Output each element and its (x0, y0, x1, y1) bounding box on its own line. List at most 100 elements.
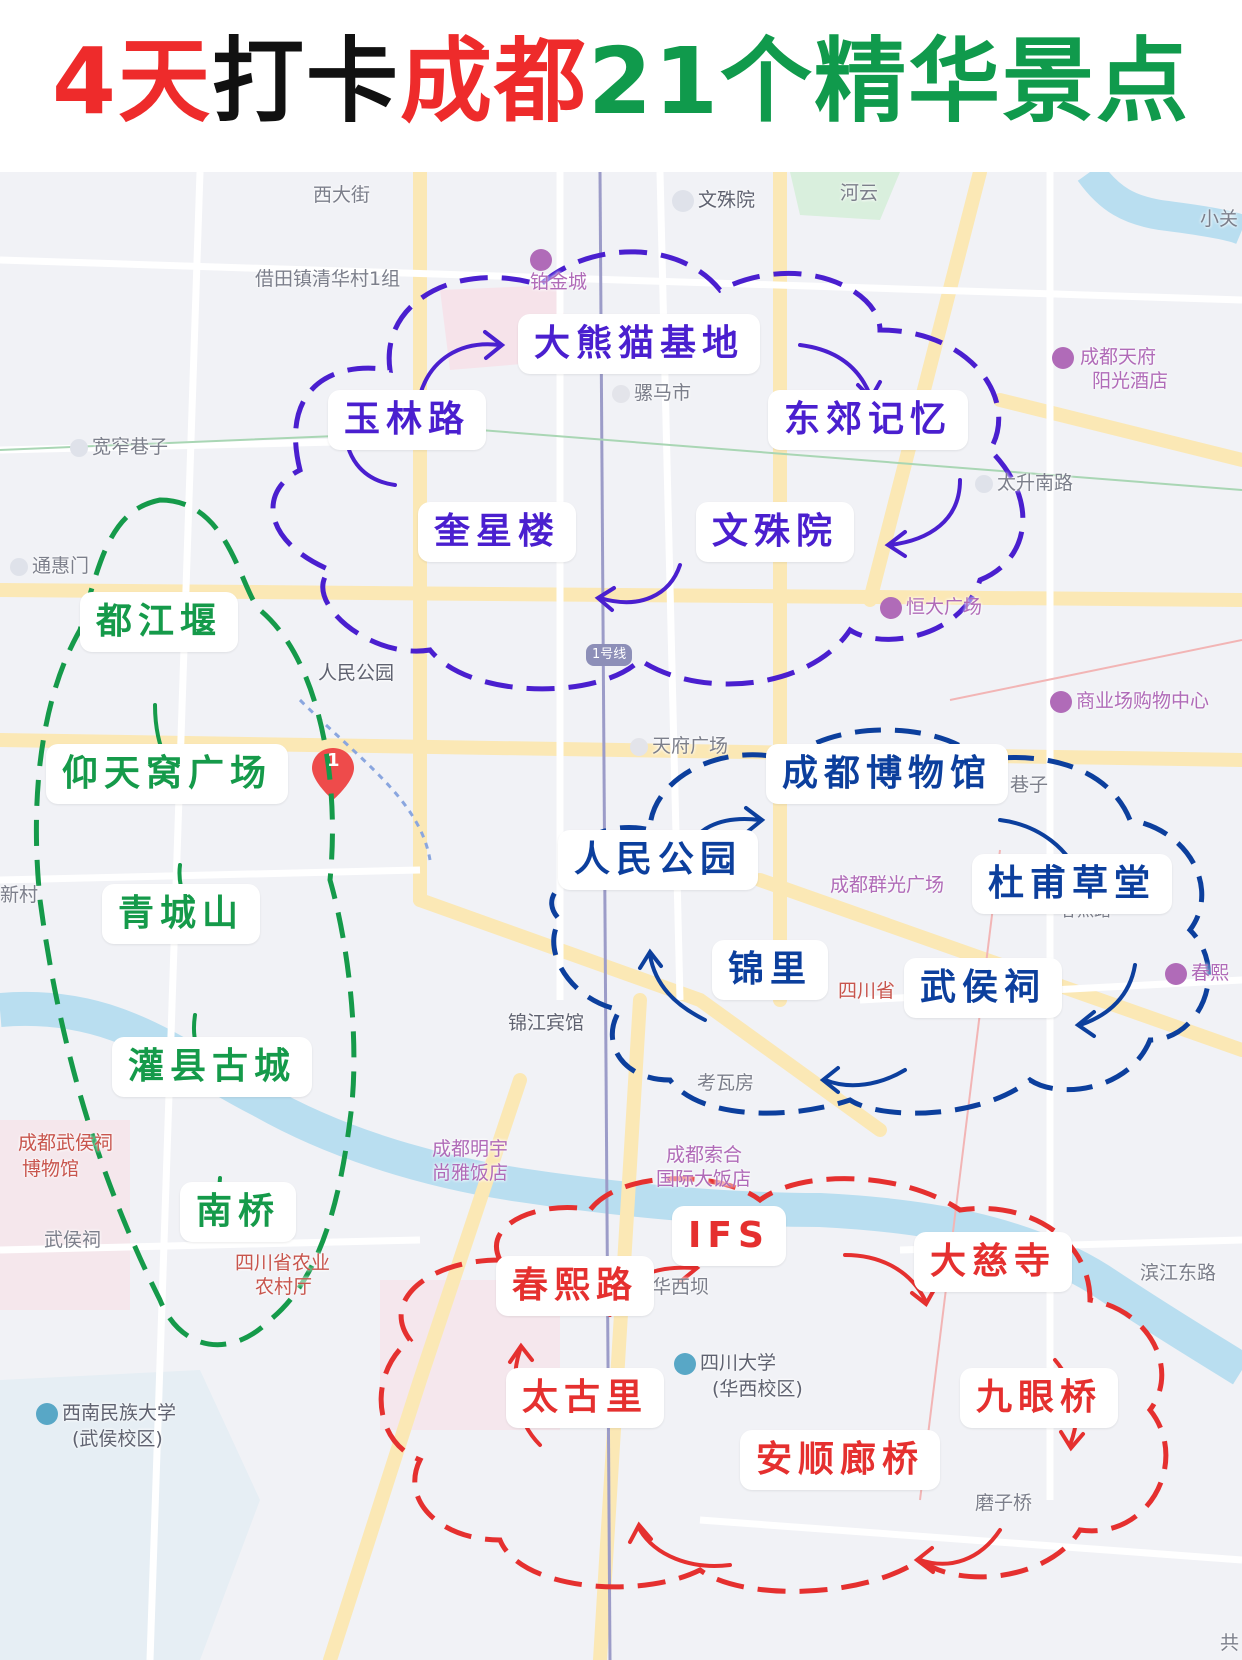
red-route-outline (378, 1176, 1169, 1594)
map-label: 成都群光广场 (830, 874, 945, 896)
school-icon (36, 1402, 58, 1425)
route-stop[interactable]: 灌县古城 (112, 1037, 313, 1097)
map-label: 文殊院 (672, 189, 755, 212)
map-label-text: 春熙 (1191, 962, 1230, 984)
metro-icon (630, 737, 648, 756)
hotel-icon (1052, 346, 1074, 369)
map-label: 太升南路 (975, 472, 1073, 494)
map-label: 成都武侯祠 (18, 1132, 114, 1154)
map-label: 武侯祠 (44, 1229, 102, 1251)
map-label: 天府广场 (630, 735, 728, 757)
purple-route-outline (270, 249, 1026, 692)
route-stop[interactable]: 仰天窝广场 (46, 744, 289, 804)
title-part-spots: 21个精华景点 (588, 28, 1191, 135)
map-label: 骡马市 (612, 382, 691, 404)
route-stop[interactable]: 太古里 (506, 1368, 665, 1428)
map-label: 人民公园 (318, 662, 395, 684)
route-stop[interactable]: 文殊院 (696, 502, 855, 562)
title-part-city: 成都 (399, 28, 588, 135)
map-label-text: 通惠门 (32, 555, 90, 577)
map-label-text: 四川大学 (700, 1352, 777, 1374)
map-label: 滨江东路 (1140, 1262, 1217, 1284)
metro-icon (975, 474, 993, 493)
map-label: 锦江宾馆 (508, 1012, 585, 1034)
map-label-text: 成都天府 (1080, 346, 1157, 368)
location-marker (312, 748, 354, 800)
map-label: 西大街 (313, 184, 371, 206)
route-stop[interactable]: 锦里 (712, 940, 829, 1000)
route-stop[interactable]: 春熙路 (496, 1256, 655, 1316)
map-label: 巷子 (1010, 774, 1049, 796)
metro-icon (10, 557, 28, 576)
map-label: 考瓦房 (697, 1072, 755, 1094)
shopping-icon (1165, 962, 1187, 985)
map-label: 小关 (1200, 208, 1239, 230)
school-icon (674, 1352, 696, 1375)
map-label-text: 恒大广场 (906, 596, 983, 618)
title-part-checkin: 打卡 (211, 28, 400, 135)
header: 4天打卡成都21个精华景点 (0, 0, 1242, 172)
map-label: 河云 (840, 182, 879, 204)
map-label-text: 文殊院 (698, 189, 756, 211)
metro-icon (672, 189, 694, 212)
map-label: 商业场购物中心 (1050, 690, 1209, 713)
map-label: (武侯校区) (72, 1428, 163, 1450)
route-stop[interactable]: 武侯祠 (904, 958, 1063, 1018)
green-route-outline (33, 497, 357, 1348)
map-label: 1号线 (586, 644, 633, 666)
shopping-icon (530, 248, 552, 271)
route-stop[interactable]: 杜甫草堂 (972, 854, 1173, 914)
map-label: 四川省 (838, 980, 896, 1002)
map-label: 成都索合 (666, 1144, 743, 1166)
map-label-text: 商业场购物中心 (1076, 690, 1210, 712)
shopping-icon (880, 596, 902, 619)
map-label: 成都明宇 (432, 1138, 509, 1160)
map-label-text: 宽窄巷子 (92, 436, 169, 458)
map-label: 通惠门 (10, 555, 89, 577)
map-label: 四川省农业 (235, 1252, 331, 1274)
map-label: 春熙 (1165, 962, 1229, 985)
metro-station-marker: 1 (327, 750, 340, 771)
map-label: 博物馆 (22, 1158, 80, 1180)
map-label: 阳光酒店 (1092, 370, 1169, 392)
map-label: (华西校区) (712, 1378, 803, 1400)
shopping-icon (1050, 690, 1072, 713)
map-label-text: 太升南路 (997, 472, 1074, 494)
map-label: 国际大饭店 (656, 1168, 752, 1190)
route-stop[interactable]: 奎星楼 (418, 502, 577, 562)
map-label: 新村 (0, 884, 39, 906)
map-label-text: 西南民族大学 (62, 1402, 177, 1424)
map-label: 华西坝 (652, 1276, 710, 1298)
map-label: 尚雅饭店 (432, 1162, 509, 1184)
map-area[interactable]: 西大街 文殊院 河云 小关 借田镇清华村1组 铂金城 成都天府 阳光酒店 骡马市… (0, 172, 1242, 1660)
map-label: 共 (1220, 1632, 1240, 1654)
map-label-text: 铂金城 (530, 270, 588, 293)
metro-icon (70, 438, 88, 457)
page-title: 4天打卡成都21个精华景点 (0, 22, 1242, 142)
map-label: 西南民族大学 (36, 1402, 176, 1425)
route-stop[interactable]: 南桥 (180, 1182, 297, 1242)
route-stop[interactable]: 东郊记忆 (768, 390, 969, 450)
map-label: 四川大学 (674, 1352, 776, 1375)
map-label: 借田镇清华村1组 (255, 268, 401, 290)
metro-icon (612, 384, 630, 403)
route-stop[interactable]: 安顺廊桥 (740, 1430, 941, 1490)
route-stop[interactable]: IFS (672, 1206, 786, 1266)
map-label: 宽窄巷子 (70, 436, 168, 458)
map-label: 成都天府 (1052, 346, 1156, 369)
route-stop[interactable]: 成都博物馆 (766, 744, 1009, 804)
map-label-text: 天府广场 (652, 735, 729, 757)
route-stop[interactable]: 都江堰 (80, 592, 239, 652)
map-label: 磨子桥 (975, 1492, 1033, 1514)
map-label-text: 骡马市 (634, 382, 692, 404)
map-label: 恒大广场 (880, 596, 982, 619)
route-stop[interactable]: 大熊猫基地 (518, 314, 761, 374)
route-stop[interactable]: 人民公园 (558, 830, 759, 890)
route-stop[interactable]: 大慈寺 (914, 1232, 1073, 1292)
route-stop[interactable]: 青城山 (102, 884, 261, 944)
title-part-days: 4天 (51, 28, 212, 135)
route-stop[interactable]: 九眼桥 (960, 1368, 1119, 1428)
route-stop[interactable]: 玉林路 (328, 390, 487, 450)
map-label: 农村厅 (255, 1276, 313, 1298)
